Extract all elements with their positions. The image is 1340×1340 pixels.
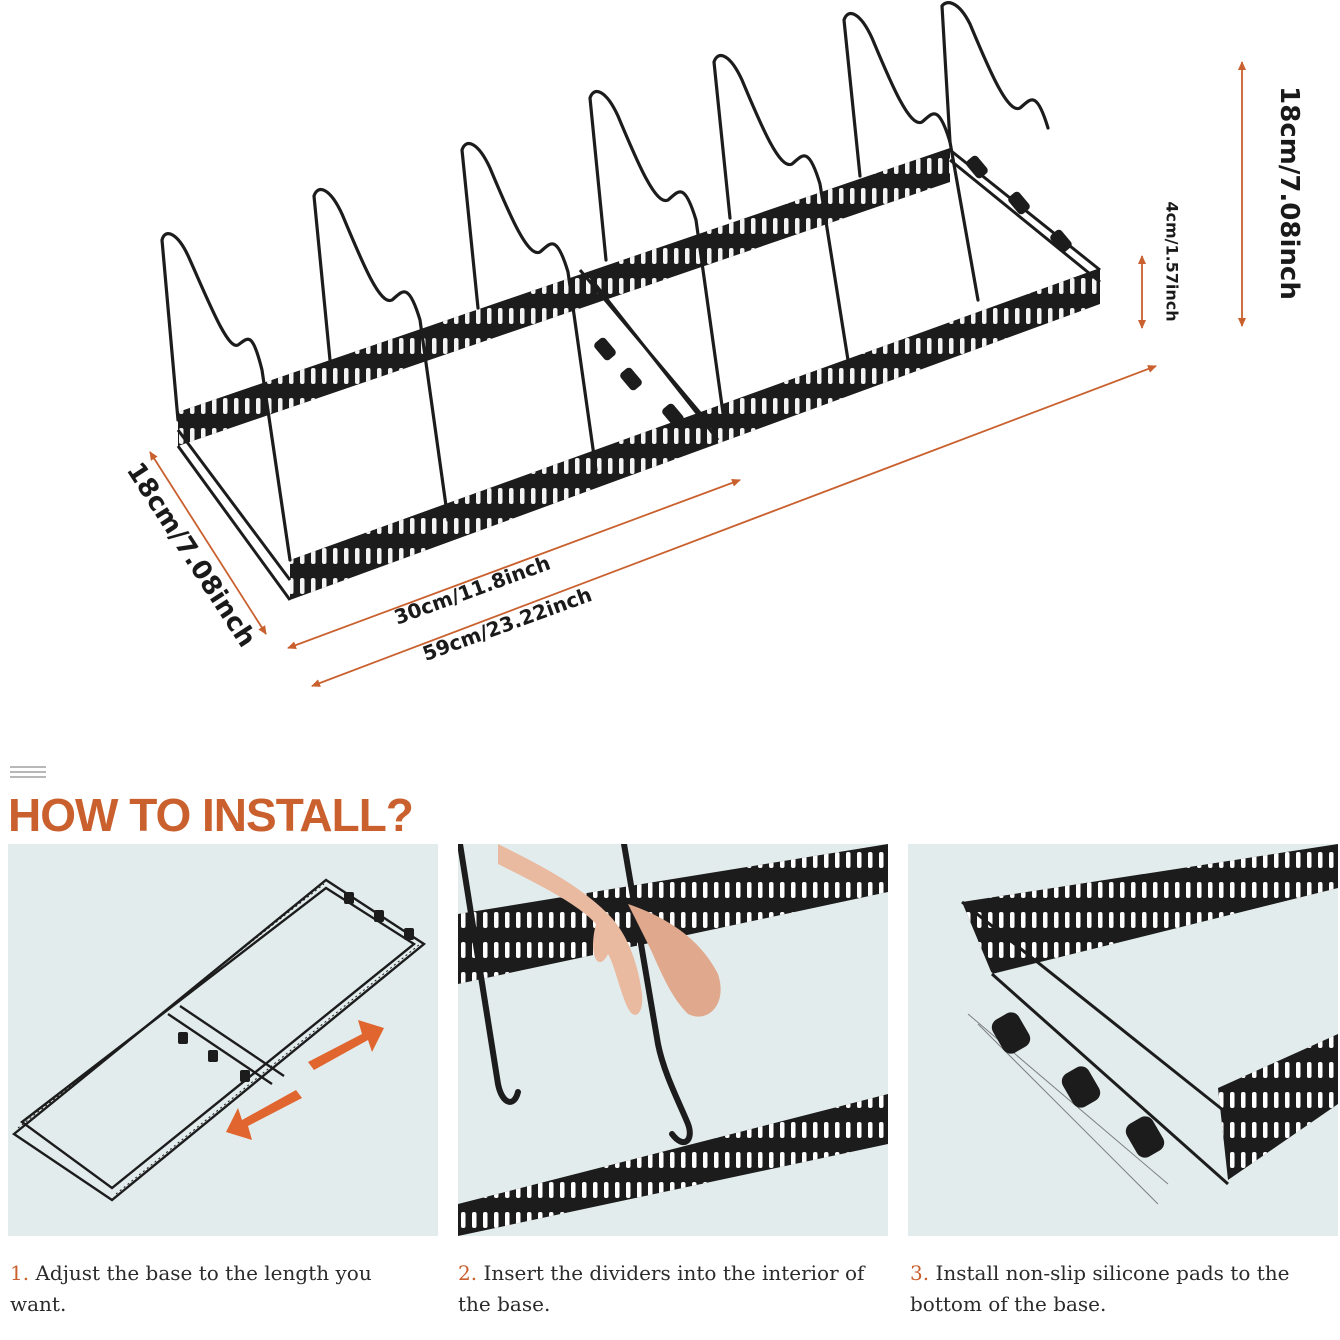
- pot-rack-illustration: [149, 1, 1246, 687]
- step-1-caption: 1. Adjust the base to the length you wan…: [10, 1258, 390, 1320]
- step-3-number: 3.: [910, 1261, 930, 1285]
- dimension-arrows: [149, 61, 1246, 687]
- side-height-dimension-label: 4cm/1.57inch: [1162, 201, 1182, 322]
- step-2-caption: 2. Insert the dividers into the interior…: [458, 1258, 878, 1320]
- step-2-number: 2.: [458, 1261, 478, 1285]
- height-dimension-label: 18cm/7.08inch: [1273, 86, 1304, 300]
- step-2-image: [458, 844, 888, 1236]
- section-marker-lines: [10, 766, 46, 781]
- step-1-text: Adjust the base to the length you want.: [10, 1261, 372, 1316]
- step-3-text: Install non-slip silicone pads to the bo…: [910, 1261, 1290, 1316]
- step-3-caption: 3. Install non-slip silicone pads to the…: [910, 1258, 1310, 1320]
- step-2-text: Insert the dividers into the interior of…: [458, 1261, 865, 1316]
- step-3-image: [908, 844, 1338, 1236]
- back-rail: [178, 148, 950, 446]
- install-title: HOW TO INSTALL?: [8, 789, 414, 841]
- step-1-number: 1.: [10, 1261, 30, 1285]
- step-1-image: [8, 844, 438, 1236]
- wire-dividers: [160, 1, 1050, 562]
